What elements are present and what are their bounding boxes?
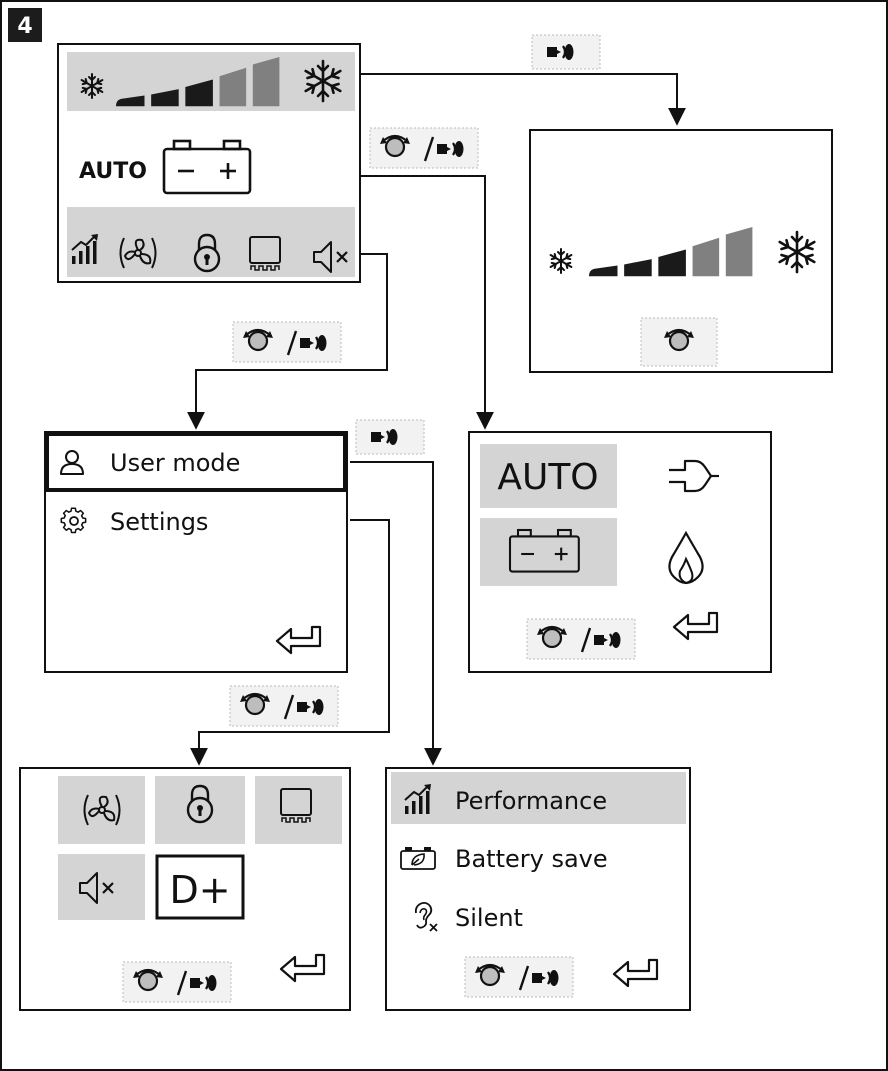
mode-item-battery-save-label: Battery save [455,845,608,873]
user-mode-screen: Performance Battery save Silent [385,767,691,1011]
source-battery-highlight [480,518,617,586]
rotate-push-label-source [370,128,478,168]
menu-item-settings-label: Settings [110,508,208,536]
main-screen: AUTO [57,43,361,283]
source-mode-text: AUTO [497,457,598,498]
step-badge: 4 [8,8,42,42]
source-screen: AUTO [468,431,772,673]
connector-main-to-source [360,175,494,430]
connector-lines [187,73,686,766]
svg-text:4: 4 [17,14,32,39]
performance-highlight [391,772,686,824]
mode-item-battery-save[interactable]: Battery save [400,845,608,873]
menu-item-user-mode-label: User mode [110,449,240,477]
bottom-row-highlight [67,207,355,277]
mode-item-silent-label: Silent [455,904,523,932]
menu-item-settings[interactable]: Settings [60,507,208,536]
connector-main-to-menu [187,253,388,430]
rotate-push-icon [465,957,573,997]
d-plus-box[interactable] [155,854,245,920]
settings-screen: D+ [19,767,351,1011]
menu-screen: User mode Settings [44,431,348,673]
mode-item-silent[interactable]: Silent [414,901,523,932]
connector-settings-to-options [190,519,390,766]
rotate-push-icon [527,619,635,659]
rotate-push-icon [123,962,231,1002]
mode-item-performance-label: Performance [455,787,607,815]
source-auto-highlight [480,444,617,508]
d-plus-text: D+ [169,868,230,912]
connector-usermode-to-performance [350,461,442,766]
menu-item-user-mode[interactable] [45,432,347,492]
main-mode-text: AUTO [79,159,147,184]
push-knob-label-top [532,35,600,69]
rotate-push-label-settings [230,686,338,726]
push-knob-label-usermode [356,420,424,454]
connector-main-to-level [360,73,686,126]
level-screen [529,129,833,373]
rotate-push-label-menu [233,322,341,362]
mode-item-performance[interactable]: Performance [404,783,607,815]
